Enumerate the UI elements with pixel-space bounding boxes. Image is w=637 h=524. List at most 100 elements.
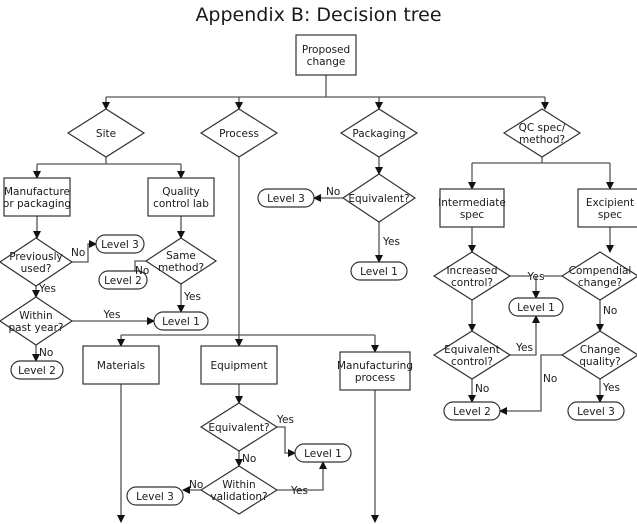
outcome-node-site-level2a: Level 2	[98, 270, 148, 290]
pkg-level3-label: Level 3	[267, 193, 305, 205]
edge-label-eq-equiv-yes: Yes	[276, 414, 294, 426]
node-shape	[295, 34, 357, 76]
node-shape	[0, 296, 74, 346]
outcome-node-pkg-level3: Level 3	[257, 188, 315, 208]
decision-node-eq-equivalent: Equivalent?	[199, 402, 279, 452]
node-shape	[82, 345, 160, 385]
node-shape	[147, 177, 215, 217]
qc-level1-label: Level 1	[517, 302, 555, 314]
node-shape	[432, 251, 512, 301]
edge-label-pkg-eq-no: No	[326, 186, 340, 198]
node-shape	[10, 360, 64, 380]
edge-label-change-quality-yes: Yes	[602, 382, 620, 394]
eq-equivalent-label: Equivalent?	[208, 422, 269, 434]
edge-label-prev-used-no: No	[71, 247, 85, 259]
node-shape	[3, 177, 71, 217]
packaging-label: Packaging	[352, 128, 405, 140]
eq-level1-label: Level 1	[304, 448, 342, 460]
node-shape	[560, 251, 637, 301]
edge-label-same-method-no: No	[135, 265, 149, 277]
node-shape	[257, 188, 315, 208]
connector-line	[499, 354, 562, 415]
node-shape	[0, 237, 74, 287]
connector-line	[277, 461, 327, 491]
node-shape	[199, 108, 279, 158]
edge-label-pkg-eq-yes: Yes	[382, 236, 400, 248]
materials-label: Materials	[97, 360, 145, 372]
node-shape	[126, 486, 184, 506]
outcome-node-qc-level2: Level 2	[443, 401, 501, 421]
edge-label-validation-yes: Yes	[290, 485, 308, 497]
diagram-title: Appendix B: Decision tree	[195, 4, 442, 26]
outcome-node-site-level3: Level 3	[95, 234, 145, 254]
edge-label-change-quality-no: No	[543, 373, 557, 385]
node-shape	[432, 330, 512, 380]
node-shape	[294, 443, 352, 463]
node-shape	[439, 188, 505, 228]
outcome-node-site-level1: Level 1	[153, 311, 209, 331]
node-shape	[567, 401, 625, 421]
node-shape	[350, 261, 408, 281]
site-level3-label: Level 3	[101, 239, 139, 251]
edge-label-same-method-yes: Yes	[183, 291, 201, 303]
connector-line	[72, 240, 97, 263]
qc-level2-label: Level 2	[453, 406, 491, 418]
edge-label-prev-used-yes: Yes	[38, 283, 56, 295]
site-level2a-label: Level 2	[104, 275, 142, 287]
qc-spec-label: QC spec/method?	[519, 122, 566, 146]
edge-label-past-year-no: No	[39, 347, 53, 359]
outcome-node-pkg-level1: Level 1	[350, 261, 408, 281]
site-label: Site	[96, 128, 116, 140]
node-shape	[443, 401, 501, 421]
qc-level3-label: Level 3	[577, 406, 615, 418]
equipment-label: Equipment	[211, 360, 268, 372]
node-shape	[560, 330, 637, 380]
edge-label-eq-control-no: No	[475, 383, 489, 395]
outcome-node-eq-level3: Level 3	[126, 486, 184, 506]
edge-label-eq-control-yes: Yes	[515, 342, 533, 354]
pkg-equivalent-label: Equivalent?	[348, 193, 409, 205]
node-shape	[95, 234, 145, 254]
node-shape	[508, 297, 564, 317]
decision-node-qc-spec: QC spec/method?	[502, 108, 582, 158]
connector-line	[472, 157, 610, 164]
connector-line	[277, 426, 296, 457]
process-label: Process	[219, 128, 259, 140]
decision-node-process: Process	[199, 108, 279, 158]
edge-label-past-year-yes: Yes	[103, 309, 121, 321]
outcome-node-qc-level3: Level 3	[567, 401, 625, 421]
node-shape	[144, 237, 218, 285]
eq-level3-label: Level 3	[136, 491, 174, 503]
outcome-node-site-level2b: Level 2	[10, 360, 64, 380]
process-node-equipment: Equipment	[200, 345, 278, 385]
process-node-materials: Materials	[82, 345, 160, 385]
decision-node-packaging: Packaging	[339, 108, 419, 158]
node-shape	[199, 465, 279, 515]
edge-label-eq-equiv-no: No	[242, 453, 256, 465]
node-shape	[339, 351, 411, 391]
